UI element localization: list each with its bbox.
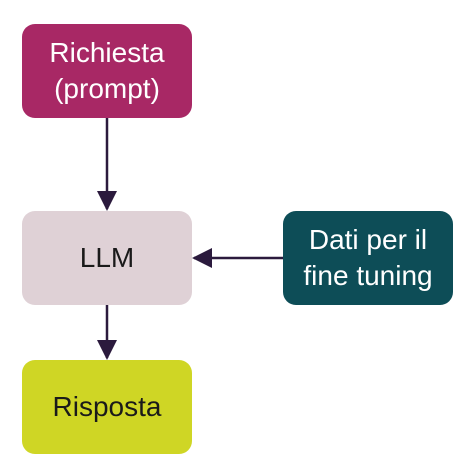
response-node: Risposta bbox=[22, 360, 192, 454]
finetune-data-label: Dati per il fine tuning bbox=[303, 224, 433, 291]
llm-label: LLM bbox=[79, 242, 135, 273]
response-label: Risposta bbox=[52, 391, 162, 422]
request-label: Richiesta (prompt) bbox=[49, 37, 165, 104]
llm-node: LLM bbox=[22, 211, 192, 305]
finetune-data-node: Dati per il fine tuning bbox=[283, 211, 453, 305]
request-node: Richiesta (prompt) bbox=[22, 24, 192, 118]
